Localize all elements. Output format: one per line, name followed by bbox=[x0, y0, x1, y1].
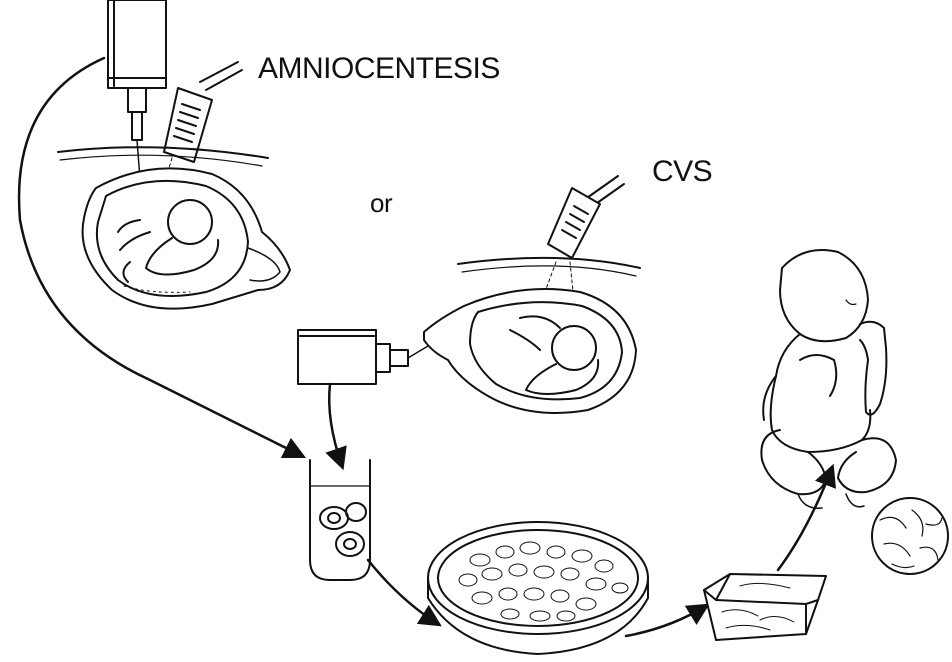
arrow-dish-to-tissue bbox=[626, 606, 706, 636]
cvs-syringe bbox=[298, 330, 428, 384]
amnio-skin-line bbox=[60, 155, 262, 166]
magnified-tissue-circle bbox=[872, 498, 948, 574]
baby bbox=[761, 250, 896, 508]
or-label: or bbox=[370, 188, 392, 219]
cvs-uterus bbox=[424, 289, 636, 413]
amniocentesis-label: AMNIOCENTESIS bbox=[258, 52, 500, 86]
arrow-cvs-to-tube bbox=[329, 384, 342, 466]
cvs-label: CVS bbox=[652, 155, 712, 189]
amnio-uterus bbox=[83, 168, 290, 308]
cvs-skin-line bbox=[462, 266, 636, 276]
amnio-abdomen-line bbox=[58, 147, 268, 158]
tissue-block bbox=[704, 574, 826, 640]
test-tube bbox=[310, 460, 370, 580]
petri-dish bbox=[428, 522, 648, 654]
